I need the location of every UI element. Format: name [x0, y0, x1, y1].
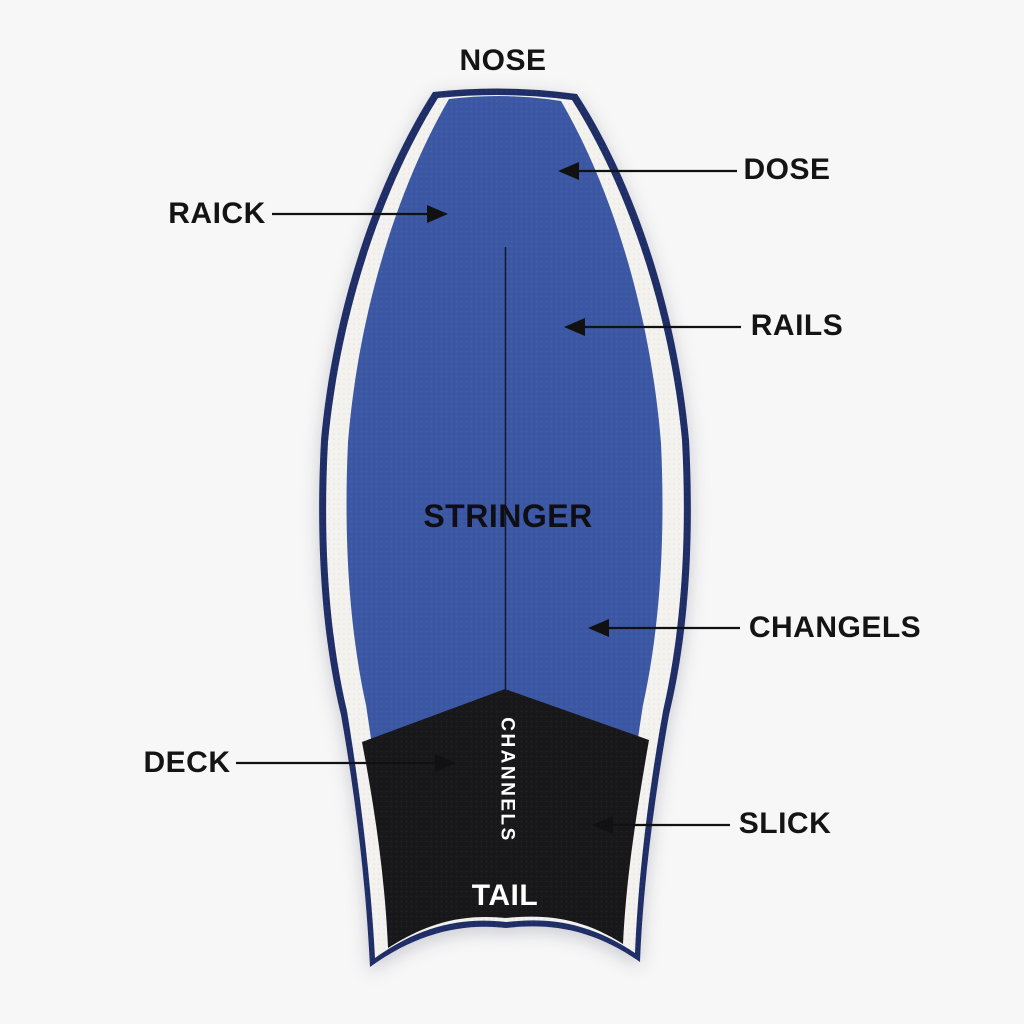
- arrow-dose: [558, 162, 737, 180]
- label-nose: NOSE: [459, 44, 547, 77]
- label-tail: TAIL: [471, 879, 539, 912]
- label-channels-vertical: CHANNELS: [496, 717, 518, 843]
- board-texture: [319, 88, 691, 967]
- label-rails: RAILS: [750, 309, 844, 342]
- arrow-raick: [272, 205, 448, 223]
- label-deck: DECK: [143, 746, 231, 779]
- label-stringer: STRINGER: [423, 498, 593, 534]
- arrow-slick: [592, 816, 730, 834]
- label-slick: SLICK: [738, 807, 832, 840]
- label-changels: CHANGELS: [748, 611, 922, 644]
- arrow-deck: [236, 754, 456, 772]
- arrow-rails: [564, 318, 741, 336]
- arrow-changels: [588, 619, 740, 637]
- label-raick: RAICK: [168, 197, 266, 230]
- label-dose: DOSE: [743, 153, 831, 186]
- bodyboard: [319, 88, 691, 967]
- callout-arrows: [236, 162, 741, 834]
